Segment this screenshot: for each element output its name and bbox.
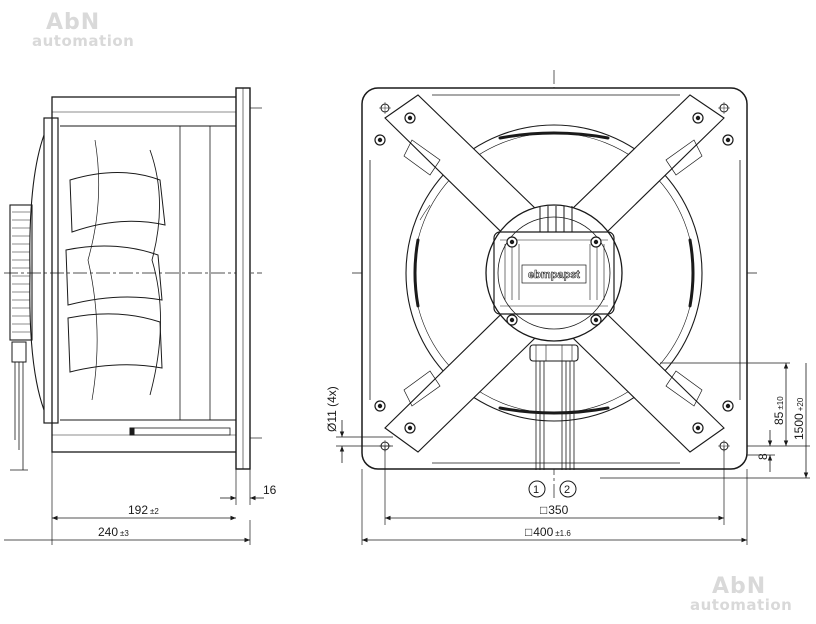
watermark-line1: AbN	[46, 10, 101, 35]
front-electronics-box	[493, 231, 615, 315]
front-cable-2	[561, 361, 575, 470]
dim-400-label: □400±1.6	[525, 525, 571, 539]
callout-1-circle	[528, 480, 546, 498]
watermark-line1: AbN	[712, 574, 767, 599]
brand-label: ebmpapst	[528, 269, 580, 281]
side-view	[4, 87, 264, 545]
dim-8-label: 8	[756, 453, 770, 460]
dim-192-label: 192±2	[128, 503, 159, 517]
watermark-line2: automation	[32, 32, 135, 50]
front-inlet-ring	[405, 124, 703, 422]
front-cable-1	[535, 361, 545, 470]
dim-85-label: 85±10	[772, 396, 786, 425]
callout-2-label: 2	[564, 484, 570, 496]
watermark-bottom-right: AbN automation	[690, 576, 792, 613]
hole-dim-label: Ø11 (4x)	[325, 386, 339, 432]
dim-240-label: 240±3	[98, 525, 129, 539]
callout-2-circle	[559, 480, 577, 498]
front-view	[336, 70, 810, 545]
dim-350-label: □350	[540, 503, 569, 517]
watermark-line2: automation	[690, 596, 793, 614]
dim-16-label: 16	[263, 483, 277, 497]
dim-1500-label: 1500+20	[792, 397, 806, 440]
callout-1-label: 1	[533, 484, 539, 496]
side-motor	[43, 117, 59, 424]
front-mounting-holes	[379, 102, 730, 452]
side-heatsink	[9, 204, 33, 341]
watermark-top-left: AbN automation	[32, 12, 134, 49]
